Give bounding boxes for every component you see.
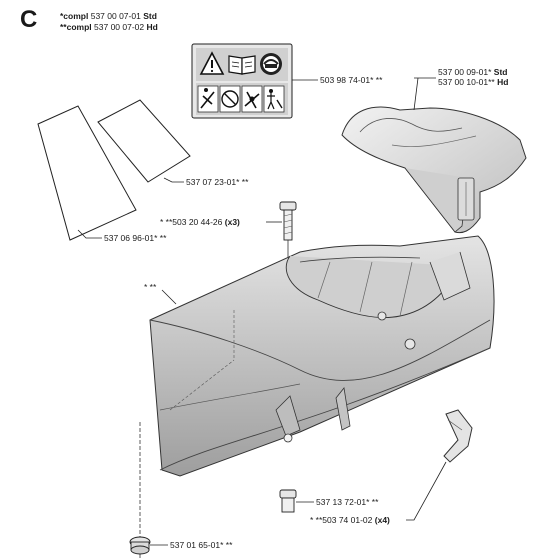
filter-small-leader xyxy=(163,177,184,183)
cover-hd-label: 537 00 10-01** Hd xyxy=(438,77,509,87)
manual-book-icon xyxy=(228,55,256,75)
screw xyxy=(279,201,297,241)
grommet xyxy=(129,536,151,555)
housing-leader xyxy=(161,289,177,305)
decal-part-label: 503 98 74-01* ** xyxy=(320,75,383,85)
warning-decal xyxy=(191,43,293,119)
assembly-std-label: *compl 537 00 07-01 Std xyxy=(60,11,157,21)
assembly-hd-label: **compl 537 00 07-02 Hd xyxy=(60,22,158,32)
filter-large-label: 537 06 96-01* ** xyxy=(104,233,167,243)
filter-panel-large xyxy=(37,105,137,241)
no-one-hand-icon xyxy=(219,85,241,113)
kickback-warning-icon xyxy=(197,85,219,113)
sleeve-label: 537 13 72-01* ** xyxy=(316,497,379,507)
section-letter: C xyxy=(20,6,38,33)
screw-label: * **503 20 44-26 (x3) xyxy=(160,217,240,227)
clip-leader xyxy=(406,461,447,521)
ear-eye-protection-icon xyxy=(260,53,282,75)
top-cover xyxy=(341,106,527,234)
filter-small-label: 537 07 23-01* ** xyxy=(186,177,249,187)
grommet-label: 537 01 65-01* ** xyxy=(170,540,233,550)
cover-std-label: 537 00 09-01* Std xyxy=(438,67,508,77)
clip xyxy=(443,409,473,463)
two-hand-grip-icon xyxy=(241,85,263,113)
top-cover-leader xyxy=(413,77,419,111)
filter-large-leader xyxy=(77,229,102,239)
clip-label: * **503 74 01-02 (x4) xyxy=(310,515,390,525)
housing-mount-hole xyxy=(283,433,293,443)
bystander-warning-icon xyxy=(263,85,285,113)
warning-triangle-icon xyxy=(199,51,225,75)
sleeve xyxy=(279,489,297,513)
filter-panel-small xyxy=(97,99,191,183)
housing-label: * ** xyxy=(144,282,157,292)
air-filter-housing xyxy=(149,235,495,477)
